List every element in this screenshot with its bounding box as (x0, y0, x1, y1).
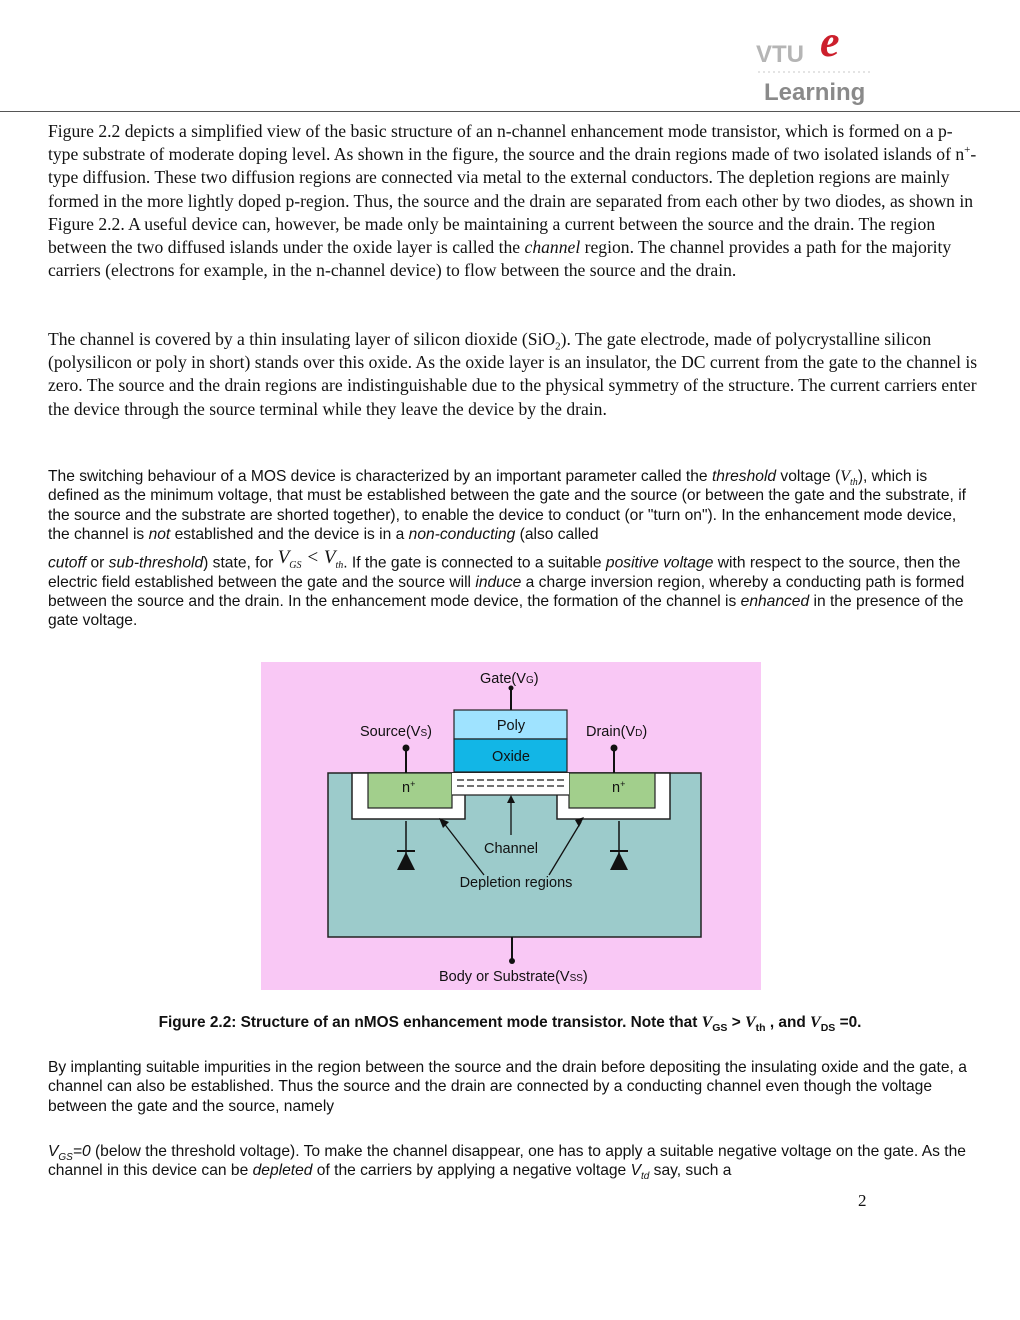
gate-label: Gate(VG) (480, 671, 539, 687)
logo-learning-text: Learning (764, 79, 865, 106)
oxide-label: Oxide (492, 749, 530, 765)
body-substrate-label: Body or Substrate(VSS) (439, 969, 588, 985)
oxide-layer (453, 738, 568, 773)
paragraph-threshold: The switching behaviour of a MOS device … (48, 468, 967, 630)
drain-label: Drain(VD) (586, 724, 647, 740)
n-plus-drain-label: n+ (612, 779, 625, 796)
depletion-regions-label: Depletion regions (460, 875, 573, 891)
diode-right (610, 821, 628, 870)
source-label: Source(VS) (360, 724, 432, 740)
poly-layer (453, 709, 568, 740)
logo-vtu-text: VTU (756, 41, 804, 68)
channel-label: Channel (484, 841, 538, 857)
vtu-elearning-logo: VTU e Learning (756, 22, 872, 106)
channel-band (452, 773, 569, 795)
poly-label: Poly (497, 718, 526, 734)
depletion-arrow-right (548, 821, 582, 876)
page-number: 2 (858, 1191, 867, 1210)
inequality-vgs-vth: VGS < Vth (277, 547, 344, 572)
logo-e-mark: e (820, 22, 840, 66)
paragraph-depletion-mode: VGS=0 (below the threshold voltage). To … (48, 1143, 966, 1183)
n-plus-source-label: n+ (402, 779, 415, 796)
paragraph-structure: Figure 2.2 depicts a simplified view of … (48, 121, 977, 281)
header-rule (0, 111, 1020, 112)
depletion-arrow-left (442, 821, 485, 876)
nmos-structure-diagram: Gate(VG) Source(VS) Drain(VD) Poly Oxide… (261, 662, 761, 990)
n-plus-drain (568, 772, 656, 809)
diode-left (397, 821, 415, 870)
paragraph-channel: The channel is covered by a thin insulat… (48, 329, 978, 419)
figure-caption: Figure 2.2: Structure of an nMOS enhance… (158, 1014, 862, 1035)
paragraph-implanting: By implanting suitable impurities in the… (48, 1059, 967, 1115)
